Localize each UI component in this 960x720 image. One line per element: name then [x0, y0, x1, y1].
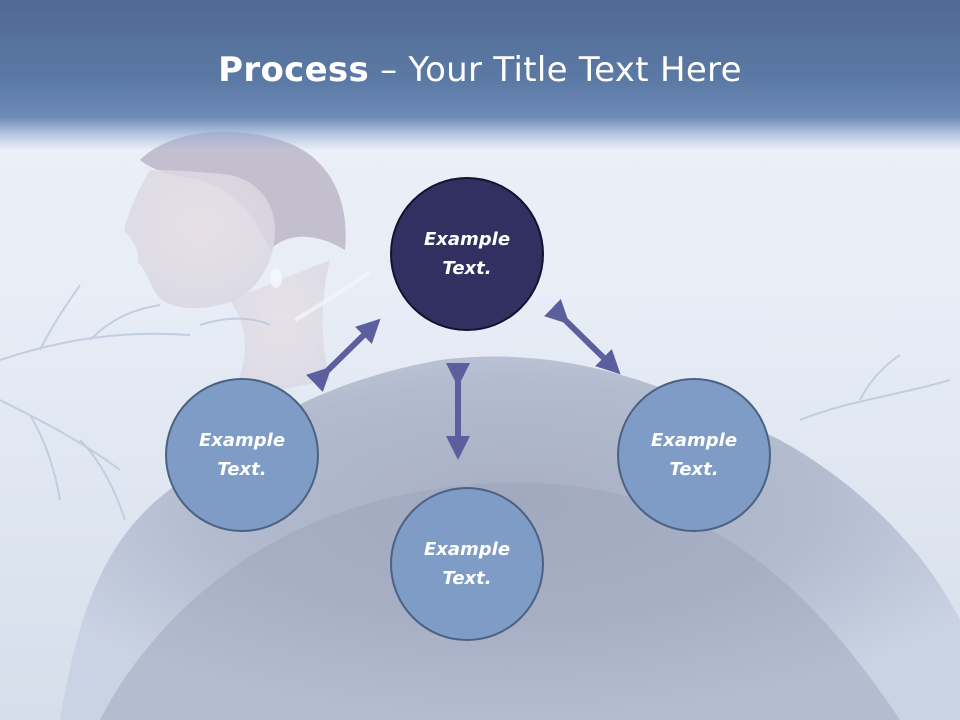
title-bold: Process — [218, 50, 370, 90]
node-bottom: Example Text. — [390, 487, 544, 641]
node-left: Example Text. — [165, 378, 319, 532]
slide-title: Process – Your Title Text Here — [0, 50, 960, 90]
title-bar — [0, 0, 960, 150]
node-bottom-label: Example Text. — [423, 539, 511, 589]
node-left-label: Example Text. — [198, 430, 286, 480]
node-top-label: Example Text. — [423, 229, 511, 279]
node-top: Example Text. — [390, 177, 544, 331]
node-right-label: Example Text. — [650, 430, 738, 480]
title-rest: – Your Title Text Here — [369, 50, 742, 90]
node-right: Example Text. — [617, 378, 771, 532]
